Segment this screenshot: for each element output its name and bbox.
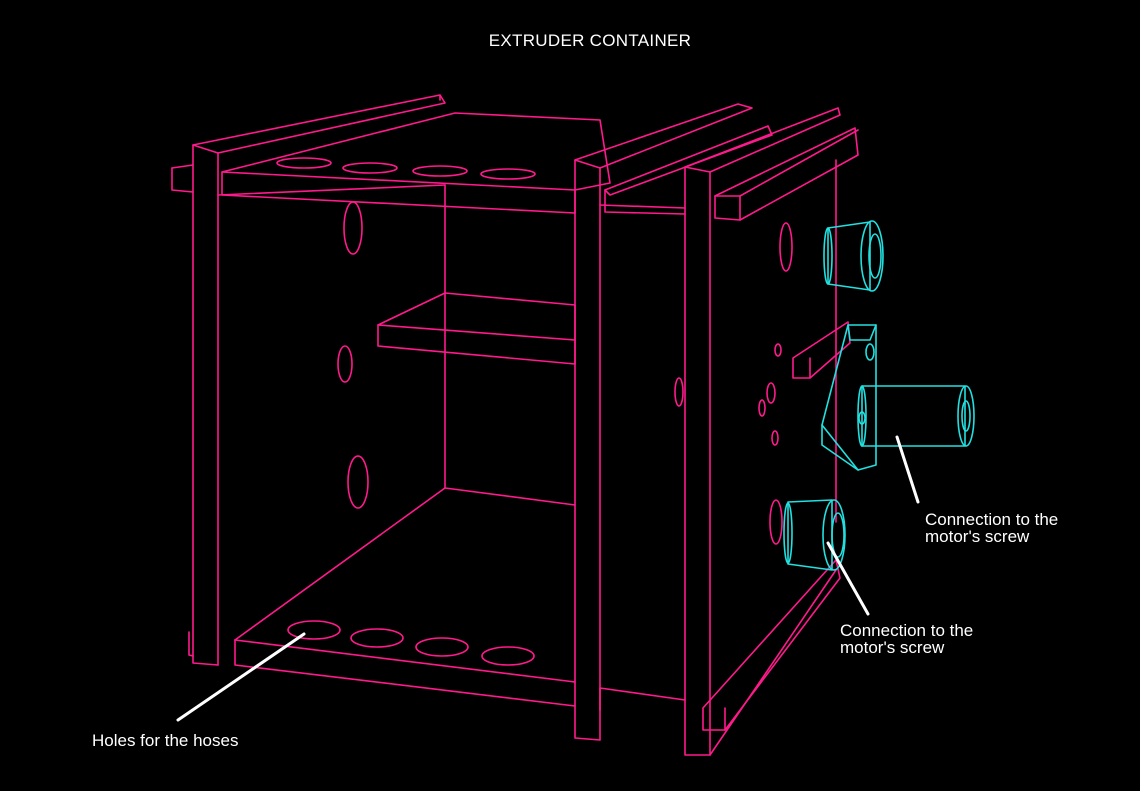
leader-lines [176,435,920,722]
right-wall-hole [758,399,766,417]
right-post [684,107,841,756]
right-wall-hole [771,430,779,446]
hose-hole-top [412,165,468,177]
leader-screw-upper [895,435,920,504]
label-screw-upper: Connection to the motor's screw [925,510,1063,546]
label-hoses: Holes for the hoses [92,731,238,750]
upper-rail-front [604,125,773,215]
hose-hole-bottom [415,637,469,657]
side-panel [599,204,686,701]
back-wall-hole [337,345,353,383]
hose-hole-bottom [481,646,535,666]
hose-hole-bottom [350,628,404,648]
middle-shelf [377,292,576,365]
label-screw-upper-line2: motor's screw [925,527,1030,546]
label-screw-lower-line1: Connection to the [840,621,973,640]
hose-hole-bottom [287,620,341,640]
motor-shaft-coupler [857,385,975,447]
upper-rail-back [714,127,859,221]
motor-mount [821,324,877,471]
front-post [574,103,753,741]
right-wall-hole [769,499,783,545]
bottom-plate [234,620,576,707]
hose-hole-top [276,157,332,169]
hose-hole-top [342,162,398,174]
right-wall-hole [774,343,782,357]
leader-screw-lower [826,541,870,616]
right-wall-hole [766,382,776,404]
back-wall-hole [343,201,363,255]
upper-bearing [823,220,884,292]
leader-hoses [176,632,306,722]
diagram-title: EXTRUDER CONTAINER [489,31,692,50]
label-screw-lower: Connection to the motor's screw [840,621,978,657]
back-wall-hole [347,455,369,509]
bottom-rail [599,559,841,731]
label-screw-lower-line2: motor's screw [840,638,945,657]
hose-hole-top [480,168,536,180]
left-post [171,94,446,666]
right-wall [709,159,837,756]
label-screw-upper-line1: Connection to the [925,510,1058,529]
lower-bearing [783,499,846,571]
right-wall-hole [779,222,793,272]
back-wall [217,184,576,641]
side-bracket [792,321,851,379]
